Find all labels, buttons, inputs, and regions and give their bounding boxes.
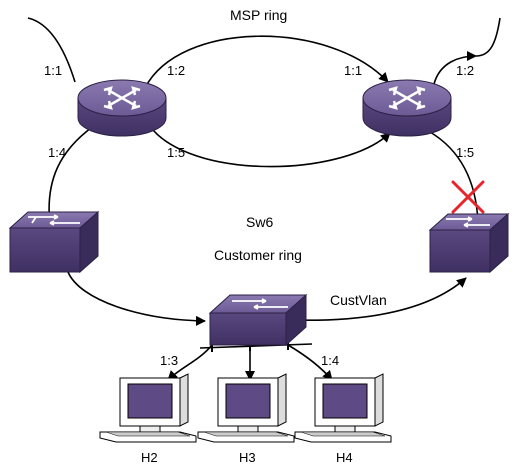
host-label-h3: H3 <box>239 450 256 465</box>
router-arrows-icon <box>388 86 426 110</box>
host-h2[interactable] <box>99 373 197 443</box>
router-arrows-icon <box>103 86 141 110</box>
host-h3[interactable] <box>197 373 295 443</box>
vlan-label: CustVlan <box>330 292 387 308</box>
switch-name-label: Sw6 <box>246 214 273 230</box>
port-label-r1-in: 1:1 <box>44 63 62 78</box>
host-h4[interactable] <box>294 373 392 443</box>
port-label-r1-bottom: 1:5 <box>167 145 185 160</box>
switch-left[interactable] <box>8 210 100 274</box>
port-label-r1-left: 1:4 <box>48 145 66 160</box>
port-label-r2-right: 1:5 <box>456 145 474 160</box>
port-label-r2-in: 1:1 <box>344 63 362 78</box>
left-switch-to-center-link <box>67 271 206 326</box>
msp-bottom-link <box>144 117 391 168</box>
port-label-h2: 1:3 <box>160 353 178 368</box>
bus-line <box>199 343 313 349</box>
host-label-h2: H2 <box>141 450 158 465</box>
r2-to-right-switch-link <box>429 131 479 223</box>
center-to-right-switch-link <box>291 277 467 322</box>
switch-arrows-icon <box>446 216 490 228</box>
switch-arrows-icon <box>232 298 288 310</box>
switch-right[interactable] <box>428 212 510 274</box>
to-h4-link <box>287 344 333 381</box>
to-h2-link <box>167 344 213 381</box>
links <box>27 17 501 381</box>
port-label-h4: 1:4 <box>321 353 339 368</box>
msp-ring-label: MSP ring <box>230 7 287 23</box>
router-2[interactable] <box>362 79 452 137</box>
router-1[interactable] <box>77 79 167 137</box>
msp-exit-line <box>475 17 501 57</box>
red-x-icon <box>451 180 485 214</box>
switch-sw6[interactable] <box>208 293 308 347</box>
msp-inbound-link <box>27 17 76 83</box>
customer-ring-label: Customer ring <box>214 247 302 263</box>
msp-outbound-link <box>433 51 477 85</box>
r1-to-left-switch-link <box>48 124 96 226</box>
switch-arrows-icon <box>28 214 80 226</box>
msp-top-link <box>144 35 389 89</box>
port-label-r1-top: 1:2 <box>167 63 185 78</box>
port-label-r2-out: 1:2 <box>456 63 474 78</box>
host-label-h4: H4 <box>336 450 353 465</box>
